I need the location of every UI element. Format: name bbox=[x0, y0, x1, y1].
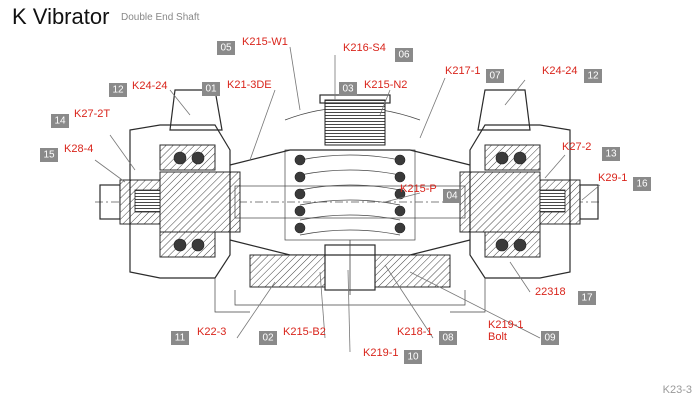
callout-number-badge: 12 bbox=[109, 83, 127, 97]
callout-17: 22318 17 bbox=[535, 286, 596, 305]
part-label: K29-1 bbox=[598, 172, 627, 184]
callout-number-badge: 13 bbox=[602, 147, 620, 161]
part-label: K215-N2 bbox=[364, 79, 407, 91]
part-label: K215-P bbox=[400, 183, 437, 195]
part-label: K21-3DE bbox=[227, 79, 272, 91]
svg-text:02: 02 bbox=[262, 333, 274, 344]
svg-text:04: 04 bbox=[446, 191, 458, 202]
part-label-2: Bolt bbox=[488, 331, 507, 343]
part-label: K219-1 bbox=[488, 319, 523, 331]
svg-text:12: 12 bbox=[587, 71, 599, 82]
callout-number-badge: 16 bbox=[633, 177, 651, 191]
svg-text:06: 06 bbox=[398, 50, 410, 61]
callout-number-badge: 08 bbox=[439, 331, 457, 345]
part-label: 22318 bbox=[535, 286, 566, 298]
svg-text:09: 09 bbox=[544, 333, 556, 344]
leader-lines bbox=[94, 46, 601, 353]
svg-text:05: 05 bbox=[220, 43, 232, 54]
callout-03: 03 K215-N2 bbox=[339, 79, 407, 96]
vibrator-drawing bbox=[95, 89, 600, 313]
callout-number-badge: 09 bbox=[541, 331, 559, 345]
svg-text:11: 11 bbox=[175, 333, 186, 344]
callout-06: K216-S4 06 bbox=[343, 42, 413, 62]
svg-text:15: 15 bbox=[43, 150, 55, 161]
figure-code: K23-3 bbox=[662, 384, 692, 396]
callout-02: 02 K215-B2 bbox=[259, 326, 326, 345]
part-label: K27-2 bbox=[562, 141, 591, 153]
callout-number-badge: 12 bbox=[584, 69, 602, 83]
part-label: K217-1 bbox=[445, 65, 480, 77]
svg-text:13: 13 bbox=[605, 149, 617, 160]
callout-13: K27-2 13 bbox=[562, 141, 620, 161]
part-label: K22-3 bbox=[197, 326, 226, 338]
svg-text:17: 17 bbox=[581, 293, 593, 304]
part-label: K28-4 bbox=[64, 143, 93, 155]
callout-12-left: 12 K24-24 bbox=[109, 80, 167, 97]
callout-number-badge: 11 bbox=[171, 331, 189, 345]
callout-10: K219-1 10 bbox=[363, 347, 422, 364]
callout-05: 05 K215-W1 bbox=[217, 36, 288, 55]
callout-09: K219-1 Bolt 09 bbox=[488, 319, 559, 345]
callout-15: 15 K28-4 bbox=[40, 143, 93, 162]
part-label: K216-S4 bbox=[343, 42, 386, 54]
callout-number-badge: 02 bbox=[259, 331, 277, 345]
part-label: K215-W1 bbox=[242, 36, 288, 48]
svg-text:16: 16 bbox=[636, 179, 648, 190]
part-label: K219-1 bbox=[363, 347, 398, 359]
svg-text:07: 07 bbox=[489, 71, 501, 82]
callout-08: K218-1 08 bbox=[397, 326, 457, 345]
svg-text:14: 14 bbox=[54, 116, 66, 127]
callout-number-badge: 14 bbox=[51, 114, 69, 128]
part-label: K218-1 bbox=[397, 326, 432, 338]
callout-11: 11 K22-3 bbox=[171, 326, 226, 345]
callout-16: K29-1 16 bbox=[598, 172, 651, 191]
callout-number-badge: 17 bbox=[578, 291, 596, 305]
callout-number-badge: 06 bbox=[395, 48, 413, 62]
part-label: K24-24 bbox=[542, 65, 577, 77]
callout-number-badge: 01 bbox=[202, 82, 220, 96]
part-label: K24-24 bbox=[132, 80, 167, 92]
page-subtitle: Double End Shaft bbox=[121, 12, 200, 23]
svg-text:08: 08 bbox=[442, 333, 454, 344]
callout-number-badge: 07 bbox=[486, 69, 504, 83]
callout-14: 14 K27-2T bbox=[51, 108, 110, 128]
callout-number-badge: 04 bbox=[443, 189, 461, 203]
svg-text:01: 01 bbox=[205, 84, 217, 95]
part-label: K27-2T bbox=[74, 108, 110, 120]
svg-text:03: 03 bbox=[342, 84, 354, 95]
callout-number-badge: 03 bbox=[339, 82, 357, 96]
svg-text:12: 12 bbox=[112, 85, 124, 96]
callout-01: 01 K21-3DE bbox=[202, 79, 272, 96]
page-title: K Vibrator bbox=[12, 4, 110, 29]
callout-number-badge: 15 bbox=[40, 148, 58, 162]
callout-number-badge: 05 bbox=[217, 41, 235, 55]
svg-text:10: 10 bbox=[407, 352, 419, 363]
callout-07: K217-1 07 bbox=[445, 65, 504, 83]
part-label: K215-B2 bbox=[283, 326, 326, 338]
callout-12-right: K24-24 12 bbox=[542, 65, 602, 83]
callout-04: K215-P 04 bbox=[400, 183, 461, 203]
callout-number-badge: 10 bbox=[404, 350, 422, 364]
